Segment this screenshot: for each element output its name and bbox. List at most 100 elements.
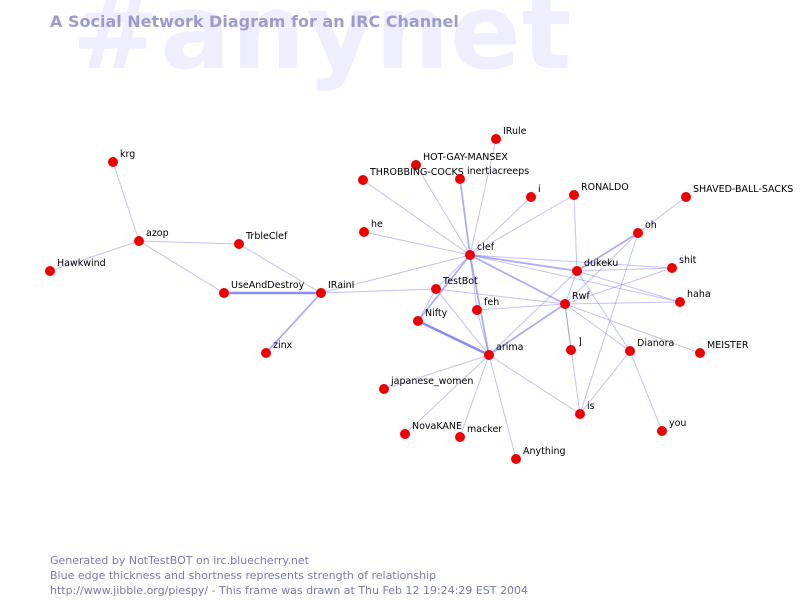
node-label-dukeku: dukeku <box>584 258 618 269</box>
edge-clef-IRule <box>469 138 497 256</box>
edge-feh-arima <box>476 309 490 356</box>
node-krg: krg <box>108 149 135 167</box>
node-trbleclef: TrbleClef <box>234 231 288 249</box>
node-clef: clef <box>465 242 495 260</box>
node-dot-useanddestroy <box>219 288 229 298</box>
edge-Rwf-MEISTER <box>564 303 701 354</box>
edge-IRainI-clef <box>320 254 471 294</box>
node-haha: haha <box>675 289 711 307</box>
node-bracket: ] <box>566 337 582 355</box>
node-label-anything: Anything <box>523 446 566 457</box>
edge-arima-macker <box>459 354 490 438</box>
node-dot-shaved-ball-sacks <box>681 192 691 202</box>
edge-clef-RONALDO <box>469 194 575 256</box>
node-macker: macker <box>455 424 502 442</box>
node-dot-dianora <box>625 346 635 356</box>
edge-Rwf-TestBot <box>435 288 566 305</box>
node-shaved-ball-sacks: SHAVED-BALL-SACKS <box>681 184 793 202</box>
node-dot-irule <box>491 134 501 144</box>
edge-clef-THROBBING-COCKS <box>362 179 471 256</box>
node-label-testbot: TestBot <box>442 276 478 287</box>
edge-clef-arima <box>469 254 490 356</box>
node-label-arima: arima <box>496 342 523 353</box>
node-label-useanddestroy: UseAndDestroy <box>231 280 305 291</box>
node-nifty: Nifty <box>413 308 448 326</box>
footer-url-timestamp: http://www.jibble.org/piespy/ - This fra… <box>50 584 529 597</box>
node-azop: azop <box>134 228 169 246</box>
node-i: i <box>526 184 541 202</box>
node-dot-novakane <box>400 429 410 439</box>
node-label-rwf: Rwf <box>572 291 590 302</box>
node-iraini: IRainI <box>316 280 354 298</box>
node-rwf: Rwf <box>560 291 590 309</box>
edge-TrbleClef-IRainI <box>238 243 322 294</box>
node-throbbing-cocks: THROBBING-COCKS <box>358 167 464 185</box>
node-dot-zinx <box>261 348 271 358</box>
node-testbot: TestBot <box>431 276 478 294</box>
node-feh: feh <box>472 297 499 315</box>
edge-arima-Anything <box>488 354 517 460</box>
diagram-title: A Social Network Diagram for an IRC Chan… <box>50 12 459 31</box>
node-label-ronaldo: RONALDO <box>581 182 629 193</box>
node-dot-clef <box>465 250 475 260</box>
node-he: he <box>359 219 383 237</box>
node-label-you: you <box>669 418 686 429</box>
node-inertiacreeps: inertiacreeps <box>455 166 529 184</box>
node-ronaldo: RONALDO <box>569 182 629 200</box>
node-label-trbleclef: TrbleClef <box>245 231 288 242</box>
edge-SHAVED-BALL-SACKS-oh <box>637 196 687 234</box>
node-dot-testbot <box>431 284 441 294</box>
edges-layer <box>49 138 701 460</box>
node-meister: MEISTER <box>695 340 749 358</box>
node-label-irule: IRule <box>503 126 527 137</box>
node-label-macker: macker <box>467 424 502 435</box>
edge-IRainI-TestBot <box>320 288 437 294</box>
node-irule: IRule <box>491 126 527 144</box>
node-label-krg: krg <box>120 149 135 160</box>
node-dot-oh <box>633 228 643 238</box>
node-hot-gay-mansex: HOT-GAY-MANSEX <box>411 152 508 170</box>
node-label-japanese_women: japanese_women <box>390 376 473 387</box>
node-label-haha: haha <box>687 289 711 300</box>
edge-dukeku-haha <box>576 270 681 303</box>
node-label-iraini: IRainI <box>328 280 354 291</box>
node-dot-shit <box>667 263 677 273</box>
node-hawkwind: Hawkwind <box>45 258 106 276</box>
node-label-inertiacreeps: inertiacreeps <box>467 166 529 177</box>
footer-legend-note: Blue edge thickness and shortness repres… <box>50 569 437 582</box>
edge-oh-Rwf <box>564 232 639 305</box>
node-dot-is <box>575 409 585 419</box>
node-label-bracket: ] <box>578 337 582 348</box>
edge-Rwf-x <box>564 303 572 351</box>
edge-Rwf-haha <box>564 301 681 305</box>
node-dot-iraini <box>316 288 326 298</box>
node-dot-hawkwind <box>45 266 55 276</box>
node-dot-throbbing-cocks <box>358 175 368 185</box>
node-label-azop: azop <box>146 228 169 239</box>
node-label-feh: feh <box>484 297 499 308</box>
footer-generated-by: Generated by NotTestBOT on irc.bluecherr… <box>50 554 309 567</box>
node-dot-inertiacreeps <box>455 174 465 184</box>
node-label-zinx: zinx <box>273 340 293 351</box>
node-label-shit: shit <box>679 255 697 266</box>
edge-TestBot-Nifty <box>417 288 437 322</box>
edge-Hawkwind-azop <box>49 240 140 272</box>
node-label-hawkwind: Hawkwind <box>57 258 106 269</box>
edge-Dianora-is <box>579 350 631 415</box>
node-label-nifty: Nifty <box>425 308 448 319</box>
node-label-dianora: Dianora <box>637 338 674 349</box>
edge-Rwf-is <box>564 303 581 415</box>
node-japanese_women: japanese_women <box>379 376 473 394</box>
edge-Rwf-arima <box>488 303 566 356</box>
edge-arima-is <box>488 354 581 415</box>
node-dot-you <box>657 426 667 436</box>
node-you: you <box>657 418 686 436</box>
node-label-he: he <box>371 219 383 230</box>
node-dot-krg <box>108 157 118 167</box>
edge-Dianora-you <box>629 350 663 432</box>
node-useanddestroy: UseAndDestroy <box>219 280 305 298</box>
node-zinx: zinx <box>261 340 293 358</box>
